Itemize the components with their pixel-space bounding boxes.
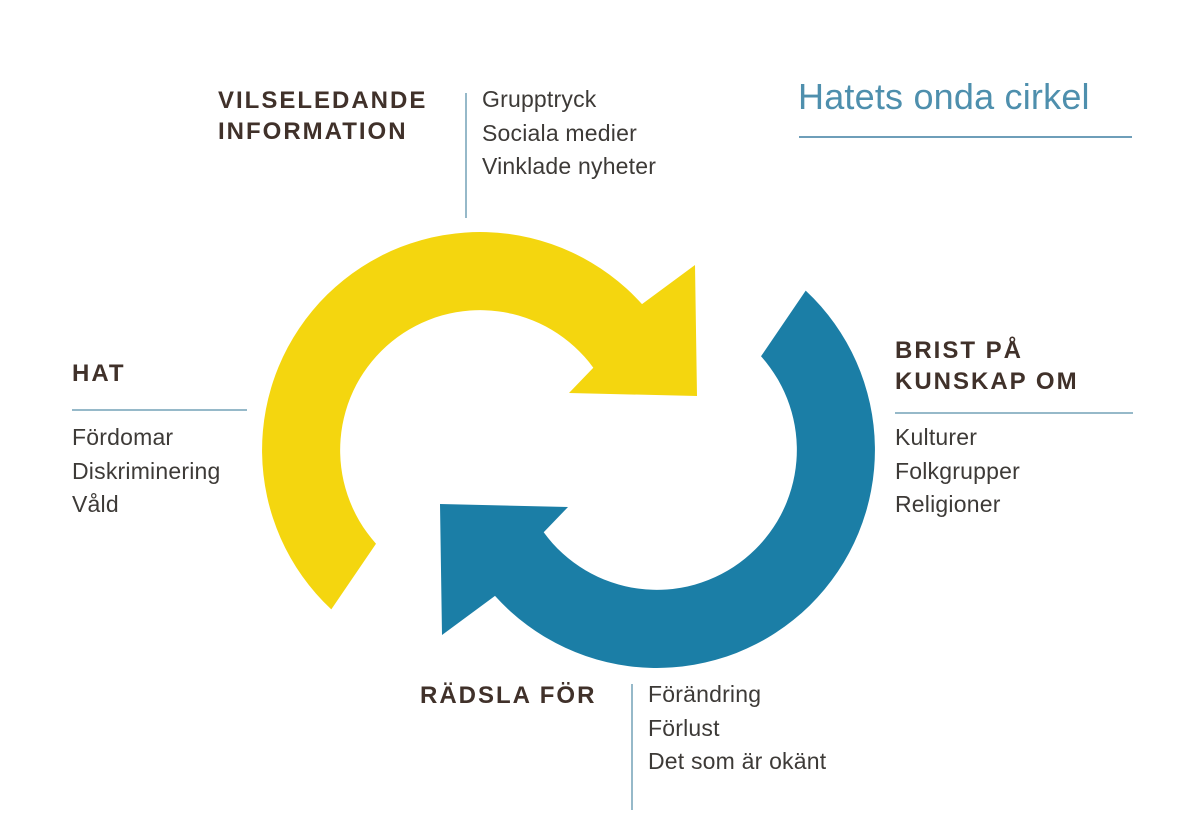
heading-line: BRIST PÅ: [895, 337, 1024, 364]
list-item: Kulturer: [895, 424, 978, 450]
divider-lack-of-knowledge: [895, 412, 1133, 414]
divider-hate: [72, 409, 247, 411]
section-heading-fear-of: RÄDSLA FÖR: [420, 680, 596, 711]
list-lack-of-knowledge: Kulturer Folkgrupper Religioner: [895, 421, 1020, 522]
list-item: Religioner: [895, 491, 1001, 517]
divider-misleading-information: [465, 93, 467, 218]
page-title: Hatets onda cirkel: [798, 76, 1090, 117]
list-item: Fördomar: [72, 424, 174, 450]
title-underline: [799, 136, 1132, 138]
list-misleading-information: Grupptryck Sociala medier Vinklade nyhet…: [482, 83, 656, 184]
heading-line: INFORMATION: [218, 118, 408, 145]
divider-fear-of: [631, 684, 633, 810]
section-heading-hate: HAT: [72, 358, 126, 389]
list-item: Det som är okänt: [648, 748, 827, 774]
yellow-arrow-icon: [262, 232, 697, 610]
section-heading-misleading-information: VILSELEDANDE INFORMATION: [218, 85, 427, 147]
list-item: Förlust: [648, 714, 720, 741]
list-item: Sociala medier: [482, 119, 637, 146]
list-item: Vinklade nyheter: [482, 153, 657, 179]
heading-line: HAT: [72, 360, 126, 387]
list-hate: Fördomar Diskriminering Våld: [72, 421, 221, 522]
list-item: Diskriminering: [72, 457, 221, 484]
list-item: Folkgrupper: [895, 457, 1020, 484]
heading-line: RÄDSLA FÖR: [420, 682, 597, 709]
list-item: Våld: [72, 491, 119, 517]
list-item: Grupptryck: [482, 86, 597, 112]
section-heading-lack-of-knowledge: BRIST PÅ KUNSKAP OM: [895, 335, 1079, 397]
heading-line: VILSELEDANDE: [218, 87, 428, 114]
list-fear-of: Förändring Förlust Det som är okänt: [648, 678, 826, 779]
list-item: Förändring: [648, 681, 762, 707]
blue-arrow-icon: [440, 290, 875, 668]
heading-line: KUNSKAP OM: [895, 368, 1079, 395]
